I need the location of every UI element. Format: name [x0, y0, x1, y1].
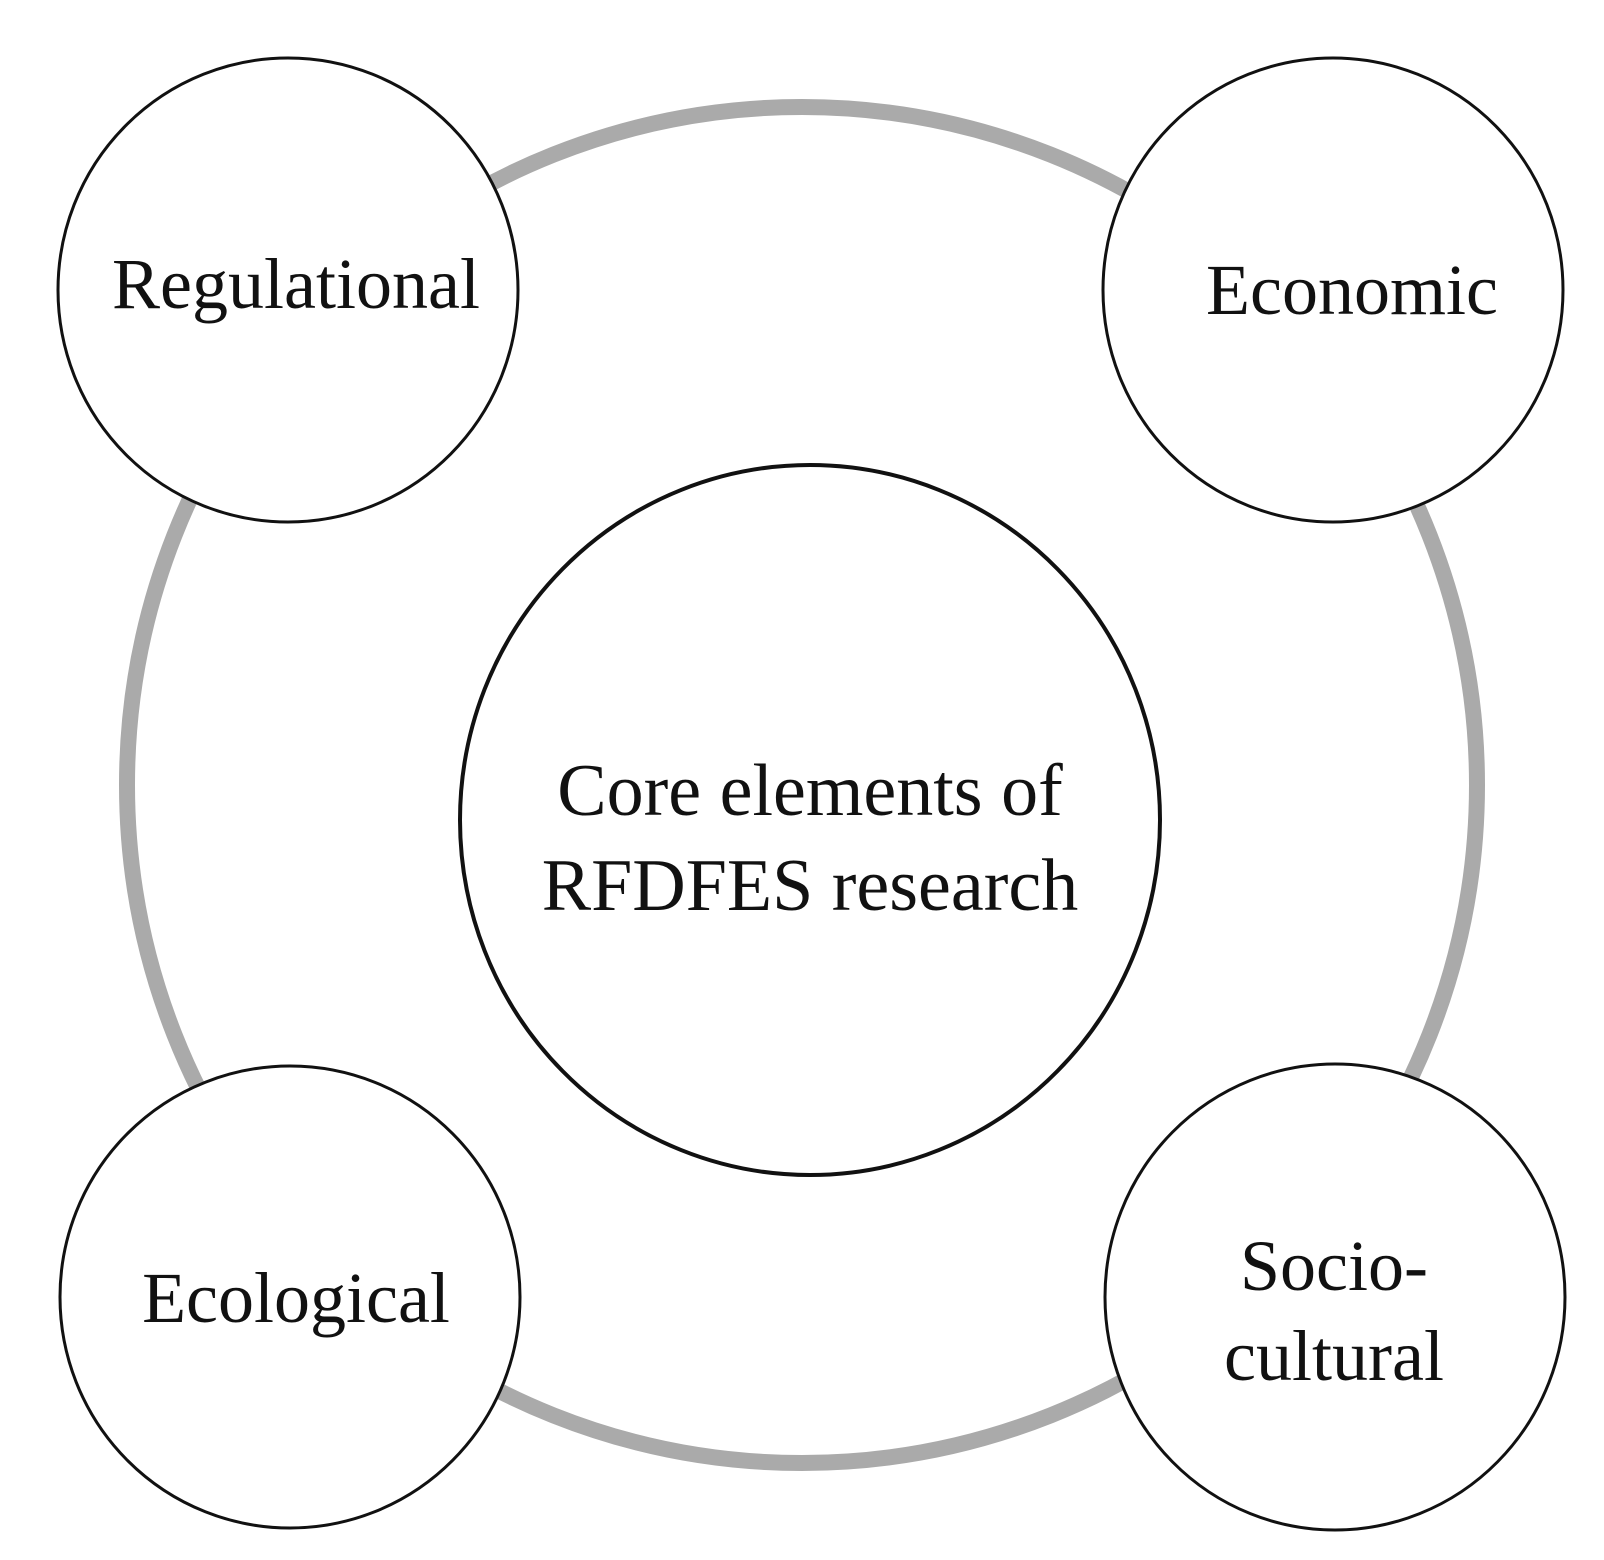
center-label-line2: RFDFES research [542, 845, 1078, 927]
sociocultural-circle [1103, 1062, 1567, 1532]
center-node: Core elements of RFDFES research [458, 463, 1162, 1177]
sociocultural-label-line1: Socio- [1240, 1226, 1428, 1306]
economic-circle [1101, 56, 1565, 524]
ecological-label: Ecological [142, 1258, 450, 1338]
economic-node: Economic [1101, 56, 1565, 524]
sociocultural-node: Socio- cultural [1103, 1062, 1567, 1532]
ecological-circle [58, 1064, 522, 1530]
sociocultural-label-line2: cultural [1224, 1316, 1444, 1396]
center-label-line1: Core elements of [557, 750, 1063, 832]
regulational-circle [56, 56, 520, 524]
regulational-label: Regulational [112, 244, 480, 324]
regulational-node: Regulational [56, 56, 520, 524]
economic-label: Economic [1206, 250, 1498, 330]
ecological-node: Ecological [58, 1064, 522, 1530]
center-circle [458, 463, 1162, 1177]
connecting-ring [119, 99, 1485, 1471]
